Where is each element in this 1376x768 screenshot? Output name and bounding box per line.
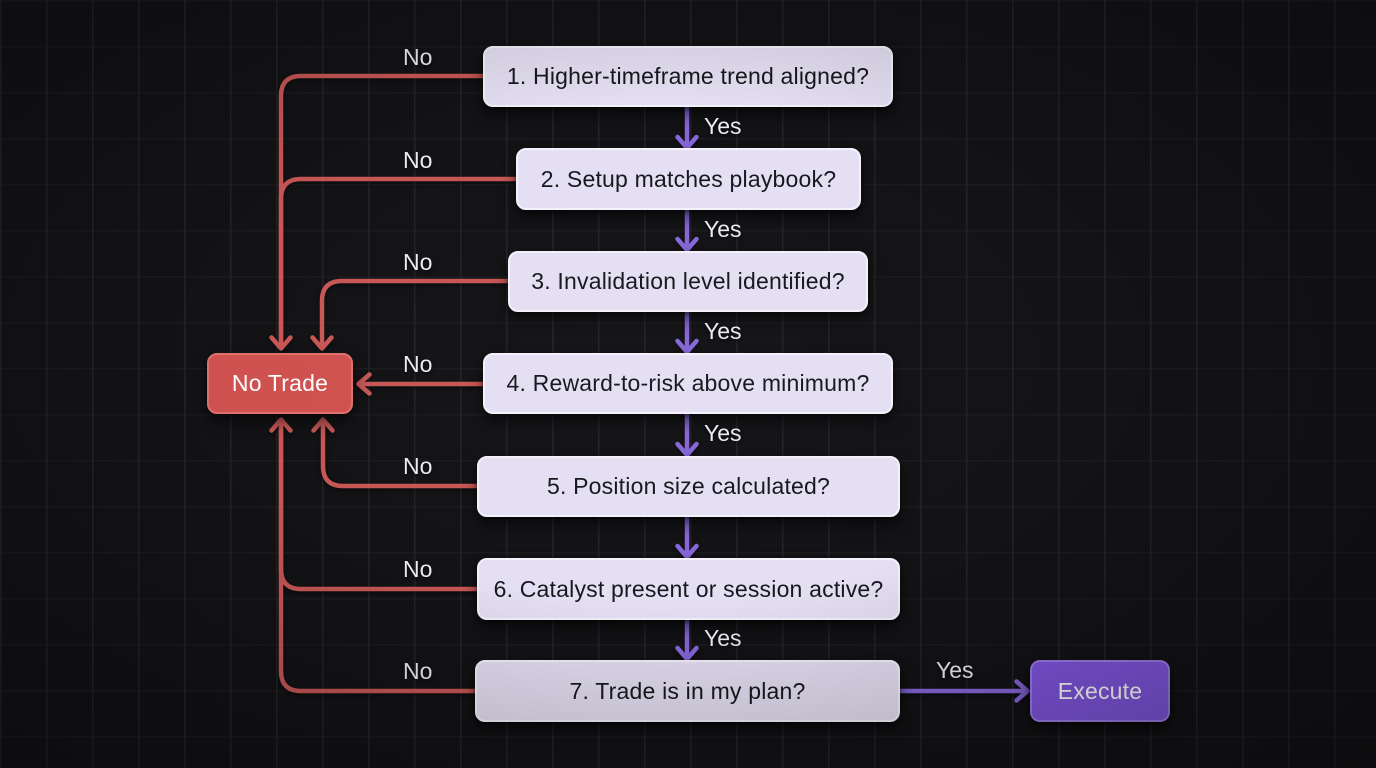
edge-no-q6 bbox=[278, 427, 480, 592]
edge-yes-q5-q6 bbox=[675, 514, 699, 560]
edge-label-yes-1: Yes bbox=[704, 113, 742, 139]
node-question-1: 1. Higher-timeframe trend aligned? bbox=[483, 46, 893, 107]
edge-label-yes-2: Yes bbox=[704, 216, 742, 242]
edge-label-no-7: No bbox=[403, 658, 433, 684]
edge-label-yes-execute: Yes bbox=[936, 657, 974, 683]
edge-no-q2 bbox=[278, 176, 519, 343]
edge-yes-q4-q5 bbox=[675, 411, 699, 458]
edge-label-yes-3: Yes bbox=[704, 318, 742, 344]
edge-label-no-2: No bbox=[403, 147, 433, 173]
node-no-trade: No Trade bbox=[207, 353, 353, 414]
edge-label-no-4: No bbox=[403, 351, 433, 377]
node-question-5: 5. Position size calculated? bbox=[477, 456, 900, 517]
edge-no-q3 bbox=[310, 278, 511, 351]
edge-no-q5 bbox=[311, 417, 480, 489]
node-question-4: 4. Reward-to-risk above minimum? bbox=[483, 353, 893, 414]
edge-no-q4 bbox=[356, 372, 486, 396]
node-question-2: 2. Setup matches playbook? bbox=[516, 148, 861, 210]
edge-label-no-6: No bbox=[403, 556, 433, 582]
edge-yes-q2-q3 bbox=[675, 207, 699, 253]
node-question-7: 7. Trade is in my plan? bbox=[475, 660, 900, 722]
edge-label-yes-4: Yes bbox=[704, 420, 742, 446]
node-question-6: 6. Catalyst present or session active? bbox=[477, 558, 900, 620]
edge-label-no-1: No bbox=[403, 44, 433, 70]
edge-yes-q3-q4 bbox=[675, 309, 699, 355]
edge-no-q7 bbox=[269, 417, 478, 694]
node-execute: Execute bbox=[1030, 660, 1170, 722]
edge-no-q1 bbox=[269, 73, 486, 351]
edge-label-no-3: No bbox=[403, 249, 433, 275]
node-question-3: 3. Invalidation level identified? bbox=[508, 251, 868, 312]
edge-yes-q7-execute bbox=[897, 679, 1030, 703]
edge-label-yes-6: Yes bbox=[704, 625, 742, 651]
edge-yes-q6-q7 bbox=[675, 617, 699, 662]
edge-label-no-5: No bbox=[403, 453, 433, 479]
edge-yes-q1-q2 bbox=[675, 104, 699, 151]
